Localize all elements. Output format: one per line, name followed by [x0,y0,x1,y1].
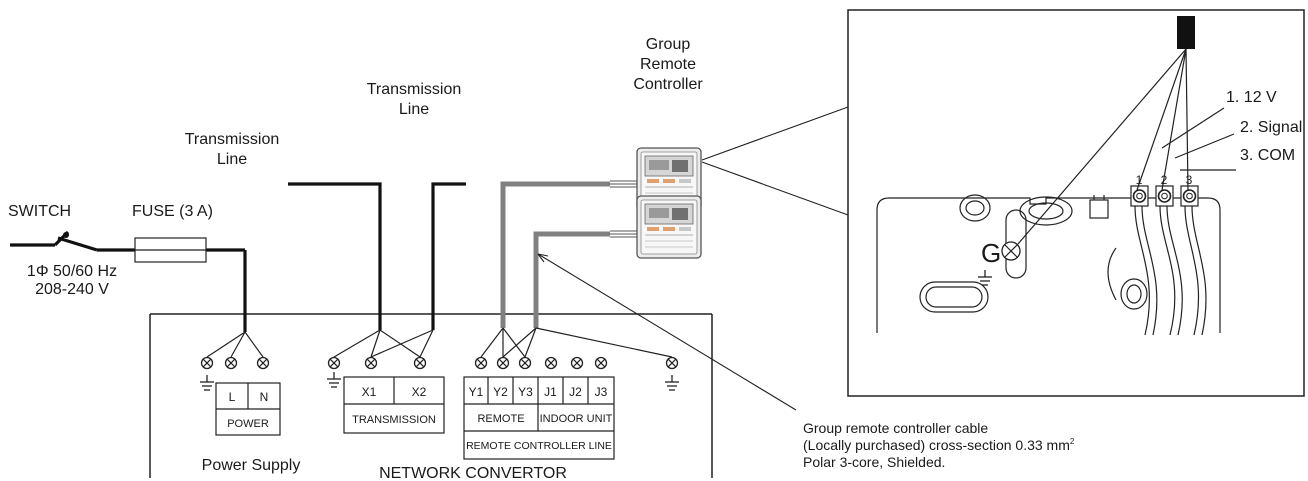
detail-wire-12v: 1. 12 V [1226,89,1277,106]
indoor-unit-group-label: INDOOR UNIT [540,413,613,425]
detail-terminal-2: 2 [1161,173,1168,187]
power-cell-l: L [229,390,236,404]
group-label-1: Group [646,36,691,53]
power-cell-n: N [260,390,269,404]
cable-callout-arrow [537,253,549,263]
remote-controller-cables [500,181,610,328]
zoom-line-top [701,106,849,161]
transmission-lines [288,182,466,330]
cable-connector [1177,16,1195,49]
switch-label: SWITCH [8,203,71,220]
remote-terminal-block [463,376,615,460]
power-supply-label: Power Supply [202,457,301,474]
transmission-caption: TRANSMISSION [352,414,436,426]
cable-description-line1: Group remote controller cable [803,420,988,436]
group-label-2: Remote [640,56,696,73]
ground-terminal-g [1001,241,1021,261]
group-remote-controller-2 [636,195,702,259]
transmission-line-right-2: Line [399,101,429,118]
terminal-screws [200,356,679,370]
zoom-line-bottom [701,161,849,216]
detail-terminal-3: 3 [1186,173,1193,187]
transmission-line-left-1: Transmission [185,131,280,148]
remote-cell-y2: Y2 [493,385,508,399]
detail-terminals [1130,185,1199,207]
supply-spec-line1: 1Φ 50/60 Hz [27,263,117,280]
detail-wires [1017,48,1236,336]
group-label-3: Controller [633,76,703,93]
supply-spec-line2: 208-240 V [35,281,109,298]
cable-description-line3: Polar 3-core, Shielded. [803,454,945,470]
detail-wire-signal: 2. Signal [1240,119,1302,136]
remote-cell-y1: Y1 [469,385,484,399]
remote-cell-y3: Y3 [518,385,533,399]
fuse-label: FUSE (3 A) [132,203,213,220]
ground-letter-g: G [981,238,1001,268]
remote-cell-j3: J3 [595,385,608,399]
power-supply-line [10,230,247,332]
cable-callout-line [537,253,797,411]
transmission-cell-x1: X1 [362,385,377,399]
transmission-line-left-2: Line [217,151,247,168]
detail-wire-com: 3. COM [1240,147,1295,164]
transmission-cell-x2: X2 [412,385,427,399]
power-terminal-block [215,382,281,436]
transmission-terminal-block [343,376,445,434]
remote-group-label: REMOTE [477,413,524,425]
remote-cell-j1: J1 [544,385,557,399]
controller-back-plate [876,194,1221,333]
cable-description-line2: (Locally purchased) cross-section 0.33 m… [803,437,1075,453]
network-convertor-label: NETWORK CONVERTOR [379,465,567,481]
power-caption: POWER [227,418,269,430]
remote-controller-line-caption: REMOTE CONTROLLER LINE [466,440,612,452]
detail-box [847,9,1305,397]
transmission-line-right-1: Transmission [367,81,462,98]
detail-terminal-1: 1 [1136,173,1143,187]
remote-cell-j2: J2 [569,385,582,399]
switch-pivot [63,232,69,238]
